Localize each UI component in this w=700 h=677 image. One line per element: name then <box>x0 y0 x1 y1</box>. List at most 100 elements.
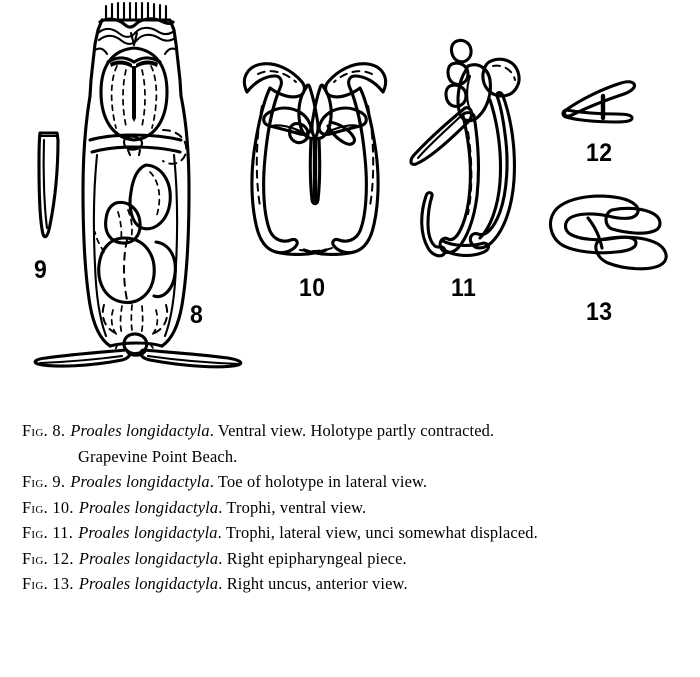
caption-line-fig9: Fig. 9.Proales longidactyla. Toe of holo… <box>0 469 700 495</box>
caption-block: Fig. 8.Proales longidactyla. Ventral vie… <box>0 418 700 597</box>
fig10-manubrium-left-shaft-dash <box>255 105 263 207</box>
caption-line-fig8: Fig. 8.Proales longidactyla. Ventral vie… <box>0 418 700 444</box>
fig13-tooth-upper <box>604 206 662 235</box>
caption-line-fig12: Fig. 12.Proales longidactyla. Right epip… <box>0 546 700 572</box>
fig10-manubrium-left-dashed <box>257 70 297 83</box>
caption-line-fig8-cont: Grapevine Point Beach. <box>0 444 700 470</box>
fig8-foot-gland-right <box>151 304 169 335</box>
fig8-rotifer-ventral-drawing <box>33 1 243 369</box>
caption-fig9-description: . Toe of holotype in lateral view. <box>209 472 428 491</box>
fig8-vitellarium-dashed-b <box>127 209 133 240</box>
fig13-inner-ridge <box>586 216 604 250</box>
fig11-manubrium-inner-dashed <box>467 131 473 215</box>
fig10-manubrium-left <box>242 62 306 255</box>
fig10-manubrium-right <box>324 62 388 255</box>
fig8-toe-right-crease <box>146 354 242 366</box>
fig11-manubrium-left-oblique <box>409 106 474 166</box>
fig11-manubrium-left-oblique-line <box>416 114 463 160</box>
caption-fig12-description: . Right epipharyngeal piece. <box>218 548 407 568</box>
fig8-vitellarium-lobe <box>104 200 142 245</box>
fig8-lower-ovoid-link <box>94 231 105 253</box>
caption-fig9-label: Fig. 9. <box>22 472 66 491</box>
fig8-lower-right-lobe <box>152 240 177 299</box>
fig8-foot-gland-mid-b <box>130 304 134 336</box>
fig8-foot-gland-outer-left <box>110 309 119 337</box>
fig9-toe-shaft-line <box>42 138 49 230</box>
fig12-upper-arm <box>562 80 637 118</box>
fig-10-label: 10 <box>299 274 326 302</box>
fig8-mastax-dashed-mid-left <box>122 69 127 127</box>
fig8-vitellarium-dashed-a <box>117 211 123 241</box>
caption-fig10-description: . Trophi, ventral view. <box>218 497 367 517</box>
fig8-toe-right <box>139 348 243 369</box>
caption-fig11-description: . Trophi, lateral view, unci somewhat di… <box>217 523 538 542</box>
fig10-ramus-right-wing <box>326 120 356 146</box>
fig8-neck-band <box>88 133 183 142</box>
fig10-trophi-ventral-drawing <box>242 62 388 256</box>
fig10-manubrium-right-shaft-dash <box>367 105 375 207</box>
fig8-toe-left-crease <box>38 354 124 365</box>
fig8-stomach-dashed <box>149 171 161 219</box>
fig8-corona-cilia <box>104 1 168 22</box>
fig11-uncus-fragment-third <box>444 83 468 108</box>
fig13-tooth-lower <box>594 235 668 271</box>
fig8-toe-base-dashed-left <box>113 343 119 353</box>
fig8-corona-rim <box>98 17 175 29</box>
fig10-incus-knob-dash <box>295 129 307 138</box>
illustration-area <box>33 1 668 369</box>
fig8-foot-gland-outer-right <box>150 309 159 337</box>
fig10-manubrium-left-tip <box>274 248 328 256</box>
fig10-tip-dashed <box>299 247 333 253</box>
caption-fig12-species: Proales longidactyla <box>78 548 219 568</box>
fig8-corona-lip-lower <box>97 33 177 45</box>
fig10-ramus-left <box>297 83 320 140</box>
caption-fig13-label: Fig. 13. <box>22 574 74 593</box>
fig8-trophi-dark-left <box>110 60 132 68</box>
fig12-epipharyngeal-piece-drawing <box>561 80 637 124</box>
fig8-stomach <box>128 163 172 231</box>
fig8-foot-gland-mid-a <box>119 305 123 335</box>
caption-fig10-label: Fig. 10. <box>22 497 74 517</box>
fig9-toe-outline <box>37 131 60 239</box>
caption-fig8-species: Proales longidactyla <box>70 421 210 440</box>
fig8-foot-gland-left <box>101 304 119 335</box>
fig11-manubrium-inner <box>438 111 480 255</box>
fig13-uncus-outer-body <box>548 194 640 255</box>
fig8-head-outline <box>88 18 183 98</box>
fig12-lower-arm <box>561 108 634 124</box>
fig11-manubrium-head-dashed <box>492 64 516 81</box>
caption-fig8-continuation: Grapevine Point Beach. <box>78 446 238 466</box>
fig10-uncus-left <box>262 106 313 136</box>
fig-9-label: 9 <box>34 256 48 284</box>
fig11-uncus-fragment-top <box>449 38 473 64</box>
fig11-uncus-fragment-second <box>446 61 470 86</box>
fig8-trophi-dark-right <box>136 60 158 68</box>
fig8-lower-ovoid <box>97 236 156 305</box>
fig-8-label: 8 <box>190 301 204 329</box>
fig-13-label: 13 <box>586 298 613 326</box>
fig8-mastax-outline <box>99 46 169 142</box>
fig8-mastax-dashed-right <box>150 65 158 129</box>
fig-12-label: 12 <box>586 139 613 167</box>
caption-fig11-species: Proales longidactyla <box>78 523 218 542</box>
fig8-head-fold-right <box>163 47 179 56</box>
caption-fig9-species: Proales longidactyla <box>70 472 210 491</box>
caption-fig12-label: Fig. 12. <box>22 548 74 568</box>
caption-line-fig13: Fig. 13.Proales longidactyla. Right uncu… <box>0 571 700 597</box>
fig11-manubrium-outer-inner-edge <box>478 98 503 240</box>
caption-line-fig10: Fig. 10.Proales longidactyla. Trophi, ve… <box>0 495 700 521</box>
fig10-fulcrum-outline <box>308 138 322 206</box>
fig8-body-left-outline <box>81 94 112 348</box>
caption-fig11-label: Fig. 11. <box>22 523 74 542</box>
fig11-lower-left-fragment <box>420 191 447 258</box>
caption-fig13-description: . Right uncus, anterior view. <box>218 574 408 593</box>
fig8-toe-base-dashed-right <box>149 343 157 353</box>
fig10-incus-knob <box>287 122 310 145</box>
fig8-buccal-oval <box>122 135 144 151</box>
fig8-mastax-dashed-left <box>110 65 118 129</box>
caption-fig10-species: Proales longidactyla <box>78 497 219 517</box>
fig8-toe-left <box>33 348 132 368</box>
fig11-ramus-block <box>456 63 492 123</box>
fig8-body-inner-left <box>92 153 108 338</box>
